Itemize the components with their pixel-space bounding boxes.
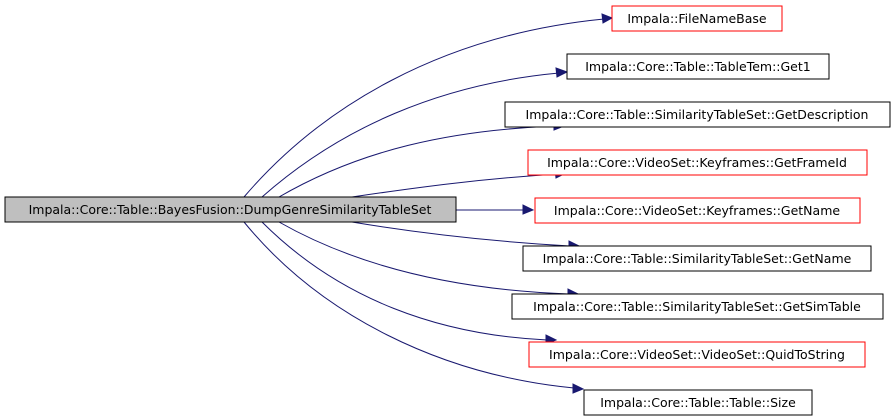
callee-label-getsimtable: Impala::Core::Table::SimilarityTableSet:… xyxy=(533,299,861,314)
edge-to-get1 xyxy=(261,67,569,198)
callee-node-getframeid[interactable]: Impala::Core::VideoSet::Keyframes::GetFr… xyxy=(527,149,868,176)
callee-node-getsimtable[interactable]: Impala::Core::Table::SimilarityTableSet:… xyxy=(511,293,884,320)
callee-label-filenamebase: Impala::FileNameBase xyxy=(627,11,767,26)
source-function-label: Impala::Core::Table::BayesFusion::DumpGe… xyxy=(29,202,432,217)
callee-label-get1: Impala::Core::Table::TableTem::Get1 xyxy=(585,59,810,74)
edge-to-filenamebase xyxy=(243,13,614,198)
edge-to-getdescription xyxy=(278,120,566,198)
callee-node-similaritytableset-getname[interactable]: Impala::Core::Table::SimilarityTableSet:… xyxy=(522,245,872,272)
call-nodes: Impala::Core::Table::BayesFusion::DumpGe… xyxy=(4,5,891,416)
callee-node-quidtostring[interactable]: Impala::Core::VideoSet::VideoSet::QuidTo… xyxy=(528,341,866,368)
callee-node-get1[interactable]: Impala::Core::Table::TableTem::Get1 xyxy=(566,53,830,80)
callee-node-filenamebase[interactable]: Impala::FileNameBase xyxy=(611,5,783,32)
source-function-node[interactable]: Impala::Core::Table::BayesFusion::DumpGe… xyxy=(4,196,457,223)
callee-label-getdescription: Impala::Core::Table::SimilarityTableSet:… xyxy=(526,107,869,122)
edge-to-keyframes-getname xyxy=(456,204,535,215)
callee-label-keyframes-getname: Impala::Core::VideoSet::Keyframes::GetNa… xyxy=(554,203,840,218)
callee-label-getframeid: Impala::Core::VideoSet::Keyframes::GetFr… xyxy=(547,155,847,170)
callee-label-size: Impala::Core::Table::Table::Size xyxy=(600,395,796,410)
callee-node-keyframes-getname[interactable]: Impala::Core::VideoSet::Keyframes::GetNa… xyxy=(534,197,861,224)
callee-label-similaritytableset-getname: Impala::Core::Table::SimilarityTableSet:… xyxy=(543,251,852,266)
edge-to-size xyxy=(243,221,585,394)
callee-label-quidtostring: Impala::Core::VideoSet::VideoSet::QuidTo… xyxy=(549,347,845,362)
callee-node-size[interactable]: Impala::Core::Table::Table::Size xyxy=(583,389,813,416)
callee-node-getdescription[interactable]: Impala::Core::Table::SimilarityTableSet:… xyxy=(504,101,891,128)
